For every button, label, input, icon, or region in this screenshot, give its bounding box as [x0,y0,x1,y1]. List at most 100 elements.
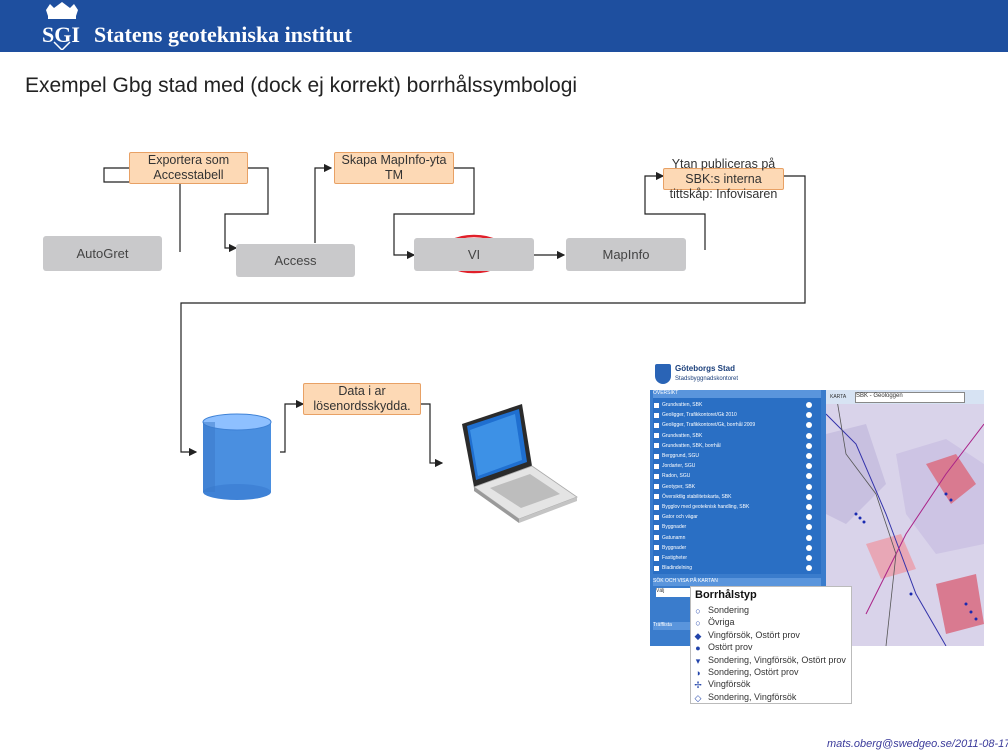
layer-label: Grundvatten, SBK, borrhål [662,442,721,449]
info-icon[interactable] [806,473,812,480]
layer-label: Bygglov med geoteknisk handling, SBK [662,504,750,510]
layer-checkbox[interactable] [654,473,659,479]
info-icon[interactable] [806,544,812,551]
connector-mapinfo-ytan [644,171,706,220]
layer-checkbox[interactable] [654,494,659,500]
layer-label: Geotyper, SBK [662,483,696,490]
info-icon[interactable] [806,565,812,572]
layer-item[interactable]: Grundvatten, SBK [654,400,812,410]
layer-checkbox[interactable] [654,433,659,439]
legend-label: Sondering, Ostört prov [708,667,799,677]
info-icon[interactable] [806,493,812,500]
title-emph: med [203,74,245,97]
info-icon[interactable] [806,463,812,470]
layer-item[interactable]: Geoligger, Trafikkontoret/Gk 2010 [654,410,812,420]
connector-autogret-exportera [103,167,181,252]
viewer-org: Göteborgs Stad [675,364,736,373]
legend-label: Sondering, Vingförsök, Ostört prov [708,654,846,665]
layer-item[interactable]: Jordarter, SGU [654,461,812,471]
search-title: SÖK OCH VISA PÅ KARTAN [653,578,821,586]
legend-label: Sondering [708,605,750,615]
legend-label: Sondering, Vingförsök [708,691,797,702]
layer-item[interactable]: Bladindelning [654,563,812,573]
database-cylinder-icon [202,413,272,500]
connector-exportera-access [224,167,269,253]
legend-item: ◇Sondering, Vingförsök [691,692,853,705]
layer-item[interactable]: Grundvatten, SBK [654,431,812,441]
layer-item[interactable]: Geoligger, Trafikkontoret/Gk, borrhål 20… [654,420,812,430]
layer-label: Radon, SGU [662,473,691,480]
info-icon[interactable] [806,514,812,521]
org-name: Statens geotekniska institut [94,22,352,47]
box-vi: VI [414,238,534,271]
layer-item[interactable]: Grundvatten, SBK, borrhål [654,441,812,451]
connector-database-data [280,399,305,453]
legend-item: ○ Sondering [691,605,853,618]
layer-label: Grundvatten, SBK [662,402,703,408]
info-icon[interactable] [806,402,812,408]
map-label: KARTA [830,394,847,400]
layer-checkbox[interactable] [654,412,659,418]
legend-label: Vingförsök [708,679,751,690]
layer-item[interactable]: Gator och vägar [654,512,812,522]
layer-label: Översiktlig stabilitetskarta, SBK [662,493,732,500]
legend-symbol-icon: ○ [695,606,701,616]
layer-checkbox[interactable] [654,565,659,571]
layer-checkbox[interactable] [654,514,659,520]
layer-label: Geoligger, Trafikkontoret/Gk 2010 [662,412,737,419]
viewer-org-sub: Stadsbyggnadskontoret [675,376,739,382]
layer-checkbox[interactable] [654,422,659,428]
layer-item[interactable]: Byggnader [654,543,812,553]
legend-symbol-icon: ✢ [694,680,702,691]
info-icon[interactable] [806,555,812,561]
legend-symbol-icon: ◆ [694,630,702,641]
map-layer-select[interactable]: SBK - Geologgen [855,392,965,403]
header-band: SGI Statens geotekniska institut [0,0,1008,52]
connector-ytan-database [180,175,806,457]
search-input[interactable]: Välj [656,588,696,597]
layer-label: Fastigheter [662,555,688,561]
connector-access-skapa [314,163,333,243]
map-area[interactable] [826,394,984,646]
layer-item[interactable]: Översiktlig stabilitetskarta, SBK [654,492,812,502]
legend-symbol-icon: ◑ [695,668,701,678]
goteborg-crest-icon [655,364,671,384]
layer-label: Byggnader [662,524,687,531]
viewer-header: Göteborgs Stad Stadsbyggnadskontoret [650,360,984,390]
layer-item[interactable]: Gatunamn [654,533,812,543]
connector-skapa-vi [393,167,475,260]
info-icon[interactable] [806,504,812,510]
layer-item[interactable]: Byggnader [654,522,812,532]
legend-label: Ostört prov [708,642,753,653]
layer-panel-title: ÖVERSIKT [653,390,821,398]
legend-symbol-icon: ○ [695,618,701,629]
layer-item[interactable]: Bygglov med geoteknisk handling, SBK [654,502,812,512]
layer-checkbox[interactable] [654,402,659,408]
info-icon[interactable] [806,422,812,429]
layer-checkbox[interactable] [654,453,659,459]
layer-checkbox[interactable] [654,443,659,449]
layer-checkbox[interactable] [654,463,659,469]
layer-checkbox[interactable] [654,555,659,561]
layer-checkbox[interactable] [654,524,659,530]
layer-item[interactable]: Berggrund, SGU [654,451,812,461]
box-exportera: Exportera som Accesstabell [129,152,248,184]
layer-checkbox[interactable] [654,535,659,541]
layer-checkbox[interactable] [654,484,659,490]
info-icon[interactable] [806,524,812,531]
layer-item[interactable]: Radon, SGU [654,471,812,481]
layer-checkbox[interactable] [654,504,659,510]
layer-item[interactable]: Fastigheter [654,553,812,563]
info-icon[interactable] [806,412,812,419]
info-icon[interactable] [806,483,812,490]
info-icon[interactable] [806,453,812,459]
info-icon[interactable] [806,432,812,439]
layer-item[interactable]: Geotyper, SBK [654,482,812,492]
box-access: Access [236,244,355,277]
info-icon[interactable] [806,442,812,449]
title-suffix: (dock ej korrekt) borrhålssymbologi [244,74,578,97]
legend-label: Vingförsök, Ostört prov [708,629,800,640]
layer-checkbox[interactable] [654,545,659,551]
info-icon[interactable] [806,534,812,541]
